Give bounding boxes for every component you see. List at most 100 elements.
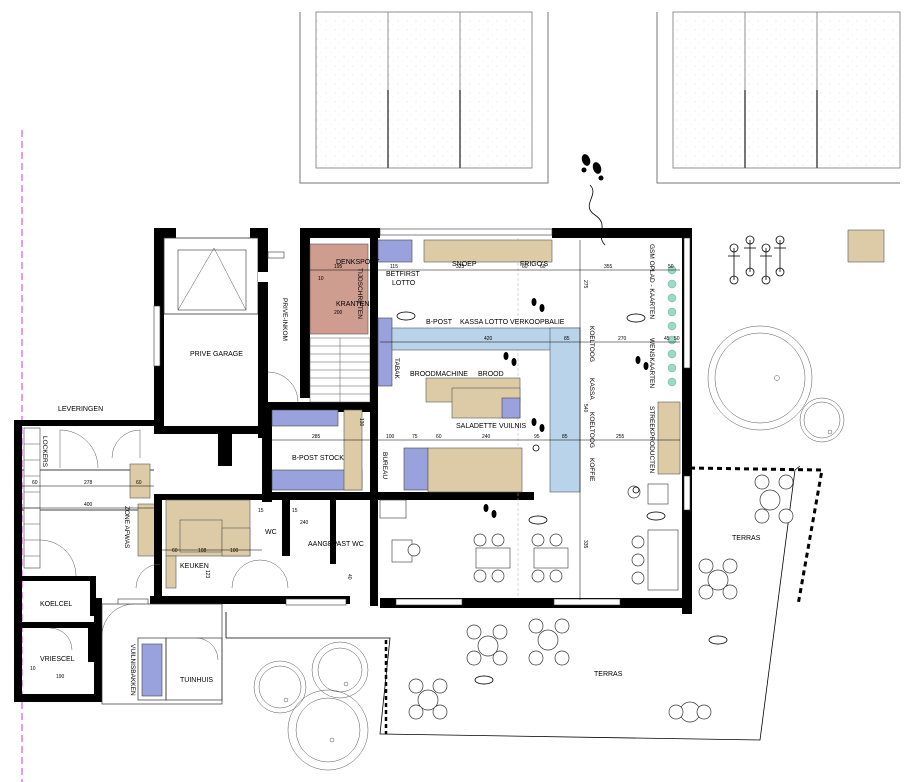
outbuildings (101, 603, 223, 705)
dim-label: 40 (346, 574, 352, 580)
label-gsm-oplad-kaarten: GSM OPLAD - KAARTEN (648, 244, 655, 319)
label-vriescel: VRIESCEL (40, 656, 75, 663)
label-tijdschriften: TIJDSCHRIFTEN (356, 268, 363, 319)
dim-label: 420 (484, 336, 493, 342)
label-bureau: BUREAU (381, 452, 388, 479)
dim-label: 15 (292, 508, 298, 514)
label-koeltoog-1: KOELTOOG (588, 326, 595, 362)
label-saladette: SALADETTE (456, 423, 497, 430)
label-prive-garage: PRIVE GARAGE (190, 351, 243, 358)
service-wing (14, 420, 157, 702)
dim-label: 60 (436, 434, 442, 440)
shop-walls (117, 228, 692, 614)
label-keuken: KEUKEN (180, 563, 209, 570)
room-labels: LEVERINGEN LOCKERS ZONE AFWAS KEUKEN KOE… (40, 244, 761, 696)
dim-label: 200 (334, 310, 343, 316)
label-lockers: LOCKERS (41, 436, 48, 468)
dim-label: 85 (562, 434, 568, 440)
kitchen (135, 494, 350, 604)
dim-label: 240 (482, 434, 491, 440)
dim-label: 400 (84, 502, 93, 508)
dim-label: 275 (582, 280, 588, 289)
label-leveringen: LEVERINGEN (58, 406, 103, 413)
label-lotto: LOTTO (392, 280, 416, 287)
label-tabak: TABAK (393, 358, 400, 379)
prive-inkom (267, 230, 371, 403)
dim-label: 45 (664, 336, 670, 342)
label-bpost: B-POST (426, 319, 453, 326)
label-vuilnisbakken: VUILNISBAKKEN (129, 644, 136, 696)
label-koelcel: KOELCEL (40, 601, 72, 608)
dimension-labels: 60 278 60 400 195 10 200 115 325 60 60 3… (30, 264, 680, 680)
dim-label: 50 (674, 336, 680, 342)
label-terras-lower: TERRAS (594, 671, 623, 678)
dim-label: 195 (334, 264, 343, 270)
label-bpost-stock: B-POST STOCK (292, 455, 344, 462)
dim-label: 85 (564, 336, 570, 342)
dim-label: 255 (616, 434, 625, 440)
planter-box (847, 229, 885, 263)
dim-label: 10 (30, 666, 36, 672)
dim-label: 10 (318, 276, 324, 282)
label-vuilnis: VUILNIS (499, 423, 527, 430)
label-snoep: SNOEP (452, 261, 477, 268)
parking-lot-left (299, 11, 549, 184)
dim-label: 100 (230, 548, 239, 554)
dim-label: 115 (390, 264, 398, 270)
label-aangepast-wc: AANGEPAST WC (308, 541, 364, 548)
prive-garage (153, 228, 378, 466)
dim-label: 130 (358, 418, 364, 427)
dim-label: 60 (32, 480, 38, 486)
dimension-lines (22, 240, 680, 600)
label-verkoopbalie: VERKOOPBALIE (510, 319, 565, 326)
label-wenskaarten: WENSKAARTEN (648, 338, 655, 388)
dim-label: 123 (204, 570, 210, 579)
label-kassa: KASSA (588, 378, 595, 400)
bicycle-rack-icon (728, 235, 786, 285)
label-zone-afwas: ZONE AFWAS (123, 506, 130, 549)
dim-label: 240 (300, 520, 309, 526)
label-streekproducten: STREEKPRODUCTEN (648, 406, 655, 473)
footprint-icons (483, 298, 649, 518)
terrace-lower-outline (226, 465, 801, 741)
dim-label: 325 (456, 264, 465, 270)
dim-label: 60 (136, 480, 142, 486)
label-frigos: FRIGO'S (520, 261, 549, 268)
dim-label: 100 (386, 434, 395, 440)
label-betfirst: BETFIRST (386, 271, 421, 278)
dim-label: 540 (582, 404, 588, 413)
dim-label: 335 (582, 540, 588, 549)
dim-label: 15 (258, 508, 264, 514)
label-koffie: KOFFIE (470, 495, 496, 502)
label-kranten: KRANTEN (336, 301, 369, 308)
tree-icons (253, 325, 845, 771)
label-koffie-vertical: KOFFIE (588, 458, 595, 482)
label-brood: BROOD (478, 371, 504, 378)
label-broodmachine: BROODMACHINE (410, 371, 468, 378)
dim-label: 60 (172, 548, 178, 554)
label-koeltoog-2: KOELTOOG (588, 412, 595, 448)
parking-lot-right (656, 11, 901, 184)
dim-label: 355 (604, 264, 613, 270)
label-kassa-lotto: KASSA LOTTO (460, 319, 509, 326)
dim-label: 75 (412, 434, 418, 440)
label-tuinhuis: TUINHUIS (180, 677, 213, 684)
label-prive-inkom: PRIVE-INKOM (281, 298, 288, 341)
shop-furniture (271, 239, 681, 591)
terrace-furniture (408, 474, 794, 723)
dim-label: 270 (618, 336, 627, 342)
dim-label: 190 (56, 674, 65, 680)
dim-label: 108 (198, 548, 207, 554)
dim-label: 278 (84, 480, 93, 486)
label-wc: WC (265, 529, 277, 536)
dim-label: 60 (522, 264, 528, 270)
label-denksport: DENKSPORT (336, 259, 380, 266)
dim-label: 285 (312, 434, 321, 440)
label-terras-upper: TERRAS (732, 535, 761, 542)
dim-label: 50 (668, 264, 674, 270)
dim-label: 95 (534, 434, 540, 440)
person-icons (396, 311, 728, 685)
dim-label: 60 (540, 264, 546, 270)
footsteps-icon (581, 154, 604, 181)
